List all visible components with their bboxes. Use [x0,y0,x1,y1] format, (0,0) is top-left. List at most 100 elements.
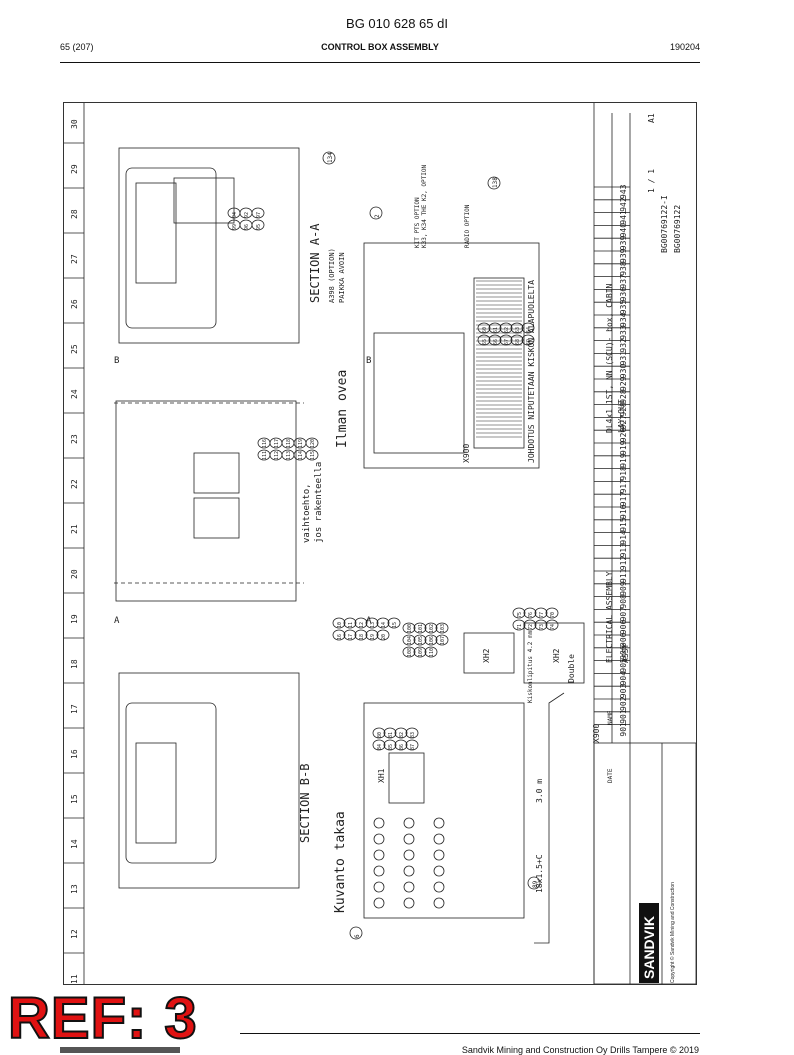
callout-number: 112 [274,451,280,460]
ruler-number: 14 [70,839,79,849]
johdotus-note: JOHDOTUS NIPUTETAAN KISKON ALAPUOLELTA [527,280,536,463]
callout-number: 106 [429,636,435,645]
title-size: A1 [647,113,656,123]
x900-label-b: X900 [592,724,601,743]
callout-number: 113 [286,451,292,460]
callout-number: 12 [359,622,365,628]
terminal-number: 907 [619,607,628,622]
ruler-number: 16 [70,749,79,759]
title-elec: ELECTRICAL ASSEMBLY [605,571,614,663]
terminal-column: 9439429419409399399389379369359349339329… [594,184,630,737]
terminal-number: 940 [619,223,628,238]
callout-number: 73 [539,624,545,630]
terminal-number: 918 [619,466,628,481]
double-label: Double [567,654,576,683]
header-date: 190204 [669,42,700,52]
callout-number: 19 [370,634,376,640]
terminal-number: 937 [619,274,628,289]
callout-number: 71 [517,624,523,630]
callout-number: 117 [274,439,280,448]
terminal-number: 919 [619,440,628,455]
callout-number: 116 [262,439,268,448]
kiskon-note: Kiskonlipitus 4.2 mm [527,630,534,703]
callout-number: 105 [418,636,424,645]
ruler-number: 20 [70,569,79,579]
a-marker-top: A [114,616,120,626]
ruler-number: 12 [70,929,79,939]
title-desc1: DL4x1 1ST, NN (SCU)- box, CABIN [605,284,614,433]
terminal-number: 934 [619,312,628,327]
terminal-number: 917 [619,492,628,507]
callout-number: 20 [381,634,387,640]
ruler-number: 23 [70,434,79,444]
callout-number: 74 [550,624,556,630]
callout-number: 68 [515,339,521,345]
callout-number: 118 [286,439,292,448]
callout-number: 95 [256,224,262,230]
x900-label-a: X900 [462,444,471,463]
footer-divider [240,1033,700,1034]
terminal-number: 935 [619,300,628,315]
terminal-number: 909 [619,581,628,596]
callout-number: 62 [504,327,510,333]
callout-number: 17 [348,634,354,640]
door-view-panel [115,400,297,602]
title-sheet: 1 / 1 [647,169,656,193]
ruler-number: 18 [70,659,79,669]
callout-number: 14 [381,622,387,628]
section-aa-note1: A398 (OPTION) [328,248,336,303]
callout-number: 97 [256,212,262,218]
callout-number: 76 [528,612,534,618]
ref-underbar [60,1047,180,1053]
title-desc2: LAY-OUT [617,399,626,433]
terminal-number: 930 [619,364,628,379]
callout-number: 86 [399,744,405,750]
callout-number: 114 [298,451,304,460]
ruler-number: 15 [70,794,79,804]
xh2-label-1: XH2 [482,648,491,663]
section-bb-panel [118,672,300,889]
page-title: CONTROL BOX ASSEMBLY [321,42,439,52]
callout-number: 110 [429,648,435,657]
ref-stamp: REF: 3 [7,986,198,1051]
terminal-strip [476,280,522,438]
callout-number: 104 [407,636,413,645]
terminal-number: 917 [619,479,628,494]
terminal-number: 928 [619,389,628,404]
callout-number: 96 [244,224,250,230]
terminal-box [363,242,540,469]
callout-number: 66 [493,339,499,345]
indicator-lights [373,817,445,909]
terminal-number: 914 [619,530,628,545]
callout-number: 11 [348,622,354,628]
callout-number: 84 [377,744,383,750]
callout-number: 18 [359,634,365,640]
ruler-number: 26 [70,299,79,309]
callout-number: 13 [370,622,376,628]
ruler-number: 22 [70,479,79,489]
callout-number: 103 [440,624,446,633]
ruler-number: 11 [70,974,79,984]
callout-number: 80 [377,732,383,738]
b-marker-top: B [114,356,119,366]
callout-number: 16 [337,634,343,640]
title-copyright: Copyright © Sandvik Mining and Construct… [669,882,676,983]
callout-number: 63 [515,327,521,333]
terminal-number: 929 [619,376,628,391]
terminal-number: 901 [619,722,628,737]
callout-number: 119 [298,439,304,448]
a-marker-bot: A [366,616,372,626]
kuvanto-label: Kuvanto takaa [333,811,348,913]
ruler-number: 25 [70,344,79,354]
callout-label: 138 [492,177,499,188]
callout-number: 60 [482,327,488,333]
page-number: 65 (207) [60,42,94,52]
vaihtoehto-2: jos rakenteella [314,462,324,543]
terminal-number: 906 [619,620,628,635]
terminal-number: 931 [619,351,628,366]
header-divider [60,62,700,63]
terminal-number: 903 [619,684,628,699]
